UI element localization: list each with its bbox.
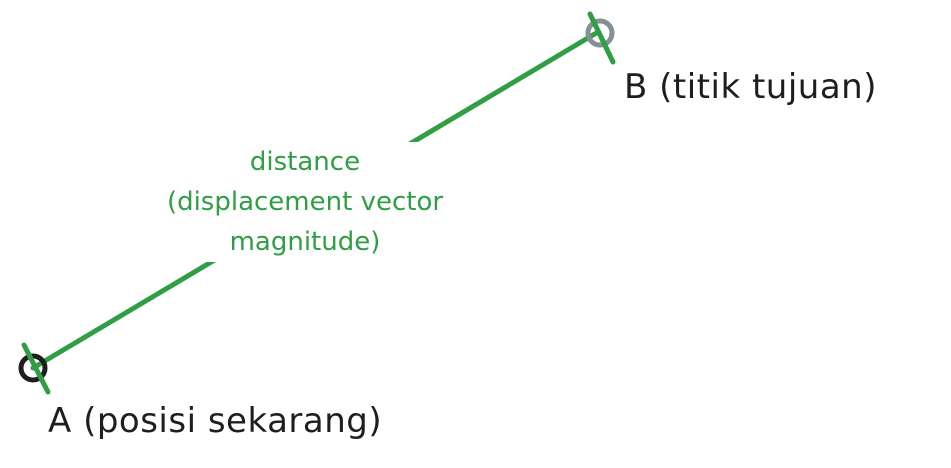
- distance-label-line-1: distance: [249, 147, 361, 177]
- point-b-label: B (titik tujuan): [624, 67, 877, 107]
- point-a-marker: [18, 353, 48, 383]
- point-b-marker: [585, 18, 615, 48]
- distance-label-line-3: magnitude): [229, 227, 381, 257]
- point-a-tick: [21, 342, 51, 395]
- point-b-tick: [587, 11, 616, 65]
- distance-label-line-2: (displacement vector: [166, 187, 444, 217]
- distance-label: distance (displacement vector magnitude): [120, 142, 490, 262]
- point-a-label: A (posisi sekarang): [48, 401, 383, 441]
